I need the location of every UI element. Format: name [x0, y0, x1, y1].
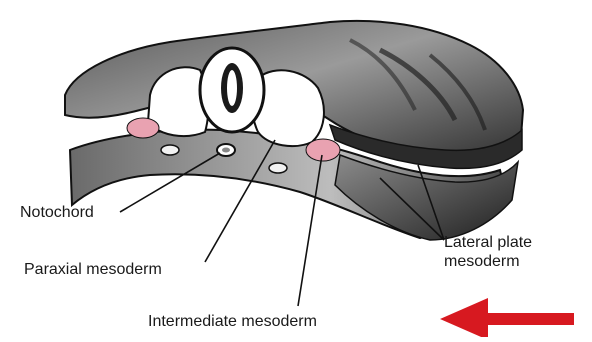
intermediate-mesoderm-label: Intermediate mesoderm: [148, 312, 317, 331]
lateral-plate-lower-fold: [335, 155, 518, 240]
red-arrow-left-icon: [440, 298, 574, 337]
paraxial-mesoderm-label: Paraxial mesoderm: [24, 260, 162, 279]
dorsal-aorta-right: [269, 163, 287, 173]
lateral-plate-label-line2: mesoderm: [444, 252, 532, 271]
lateral-plate-label-line1: Lateral plate: [444, 233, 532, 252]
intermediate-mesoderm-left: [127, 118, 159, 138]
notochord-core: [222, 148, 230, 153]
intermediate-mesoderm-right: [306, 139, 340, 161]
lateral-plate-mesoderm-label: Lateral plate mesoderm: [444, 233, 532, 271]
neural-canal-lumen: [227, 70, 237, 106]
notochord-label: Notochord: [20, 203, 94, 222]
dorsal-aorta-left: [161, 145, 179, 155]
